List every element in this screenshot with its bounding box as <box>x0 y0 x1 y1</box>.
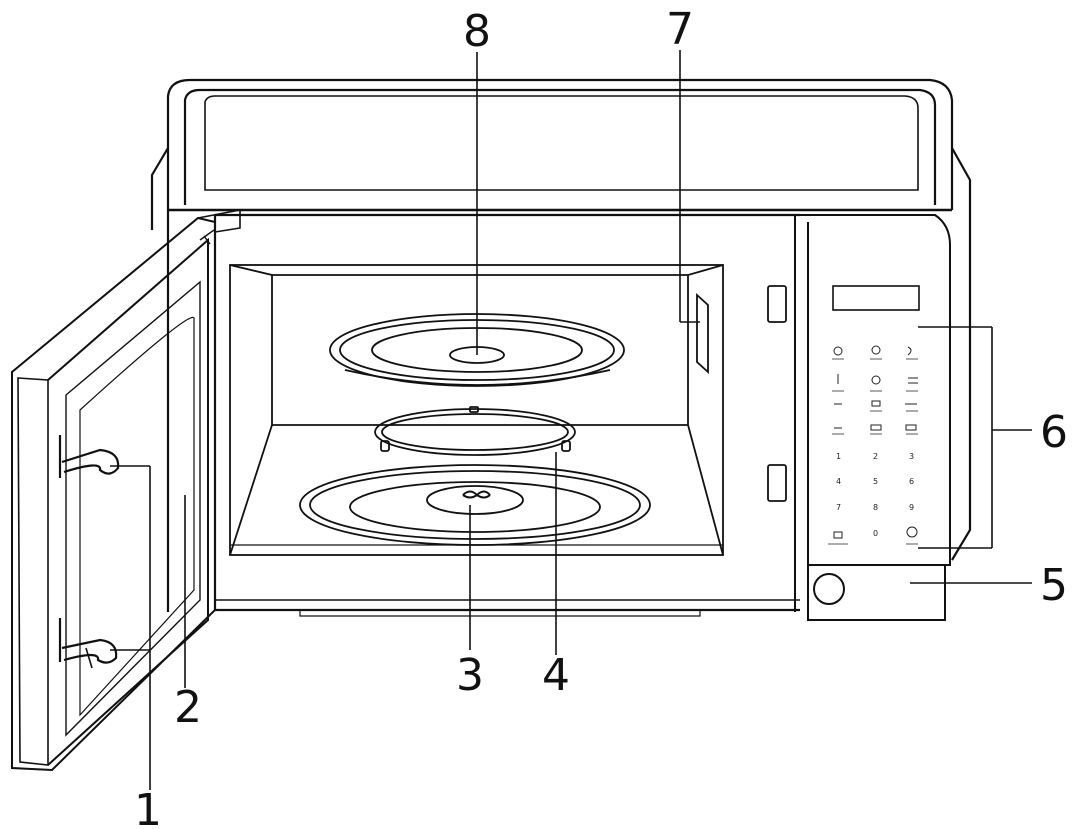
roller-ring <box>374 406 576 456</box>
door-hinges <box>58 435 120 669</box>
control-panel <box>794 214 951 621</box>
callout-4: 4 <box>542 650 570 701</box>
digit-key-2: 2 <box>873 452 878 461</box>
waveguide-cover <box>696 292 709 375</box>
digit-key-4: 4 <box>836 477 841 486</box>
digit-key-6: 6 <box>909 477 914 486</box>
digit-key-7: 7 <box>836 503 841 512</box>
leader-lines <box>110 50 1032 790</box>
digit-key-3: 3 <box>909 452 914 461</box>
microwave-cabinet <box>150 78 972 617</box>
digit-key-8: 8 <box>873 503 878 512</box>
keypad <box>833 345 918 539</box>
callout-6: 6 <box>1040 407 1068 458</box>
display-window <box>832 285 920 311</box>
callout-labels: 1 2 3 4 5 6 7 8 <box>134 4 1068 829</box>
callout-2: 2 <box>174 682 202 733</box>
callout-8: 8 <box>463 6 491 57</box>
callout-3: 3 <box>456 650 484 701</box>
door-release-button <box>813 573 845 605</box>
callout-5: 5 <box>1040 560 1068 611</box>
digit-key-0: 0 <box>873 529 878 538</box>
digit-key-9: 9 <box>909 503 914 512</box>
door-latch-slots <box>767 285 787 502</box>
keypad-small-labels <box>828 358 918 545</box>
door <box>11 209 241 772</box>
turntable-shaft <box>299 464 651 546</box>
callout-1: 1 <box>134 785 162 829</box>
keypad-digits: 1 2 3 4 5 6 7 8 9 0 <box>836 452 914 538</box>
callout-7: 7 <box>666 4 694 55</box>
digit-key-1: 1 <box>836 452 841 461</box>
digit-key-5: 5 <box>873 477 878 486</box>
